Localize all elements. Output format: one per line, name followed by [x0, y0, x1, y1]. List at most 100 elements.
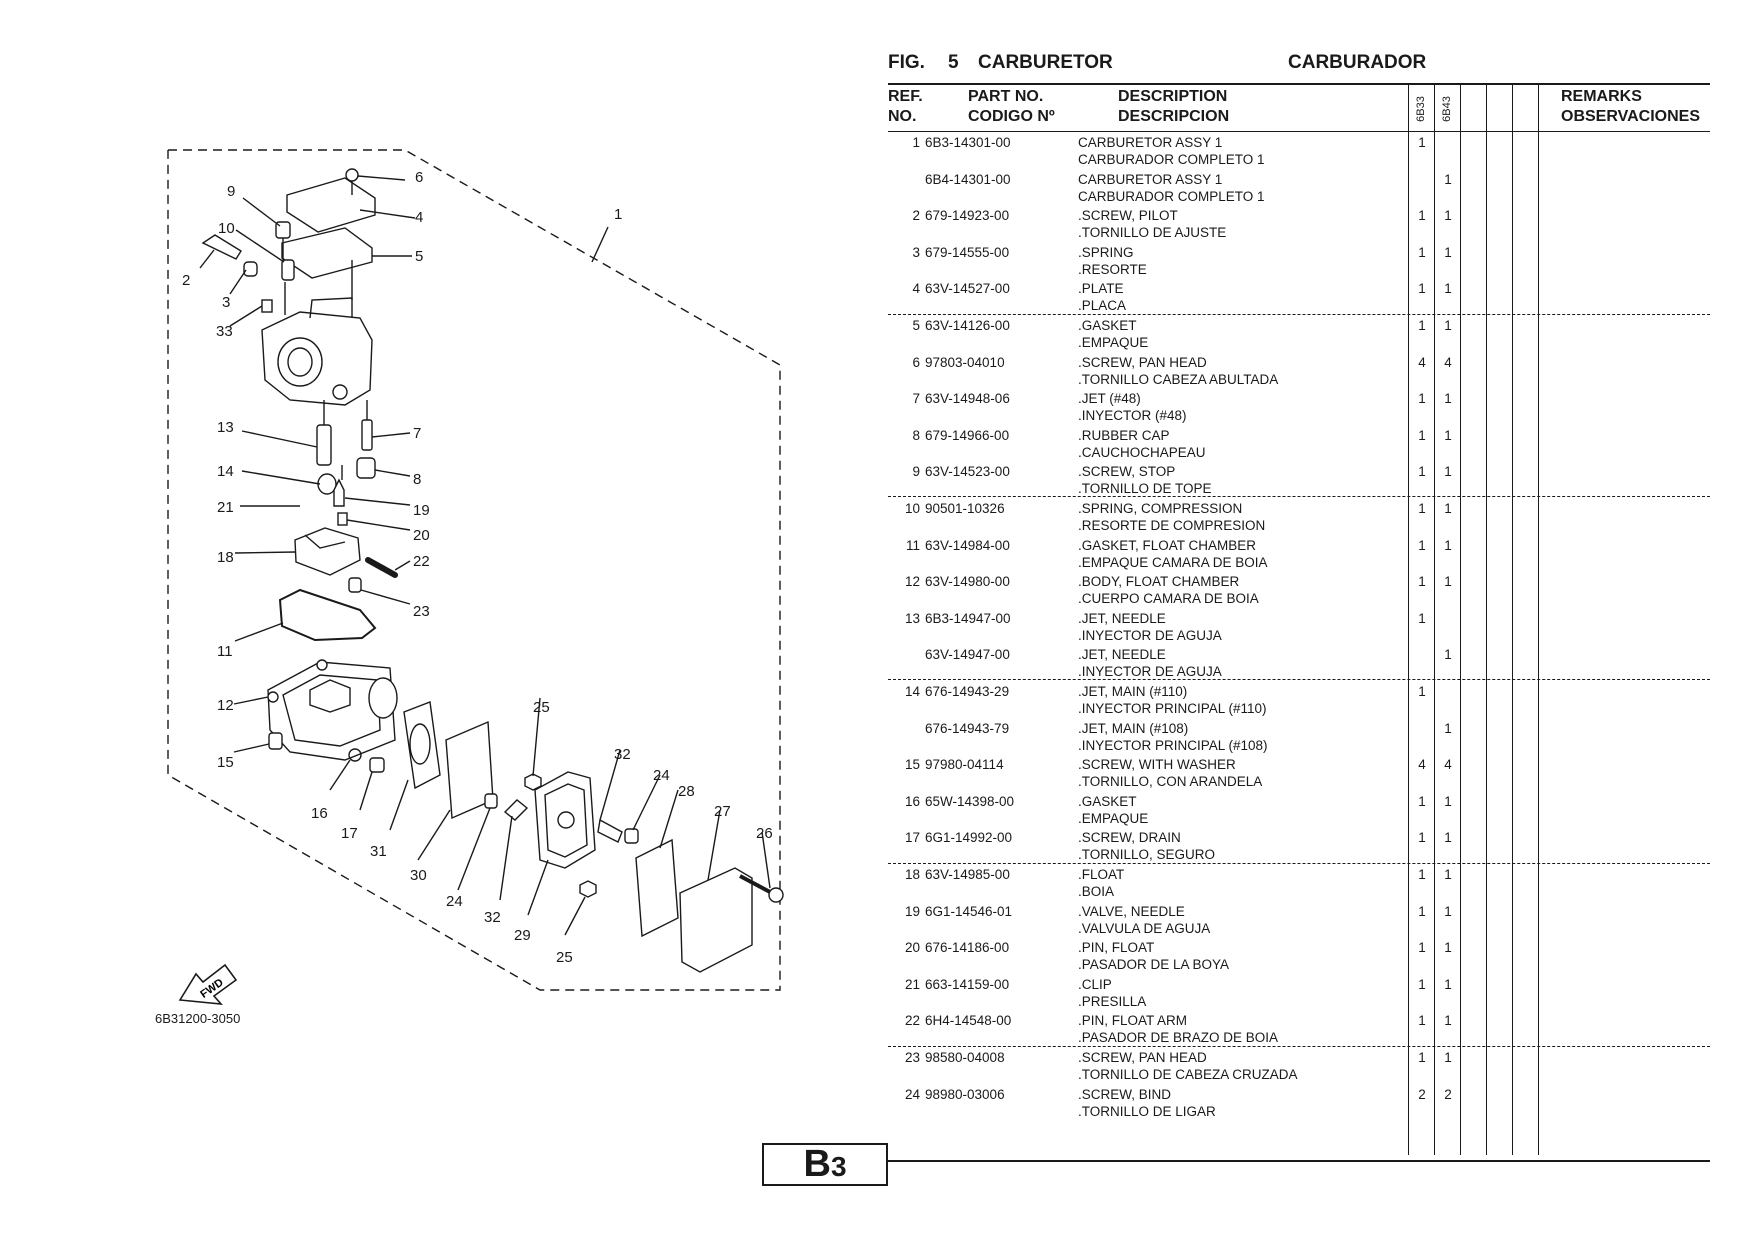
callout-10: 10 — [218, 220, 235, 237]
description-es: .EMPAQUE — [1078, 810, 1149, 826]
qty-6b33: 1 — [1418, 537, 1426, 553]
qty-6b43: 1 — [1444, 647, 1452, 663]
fig-title-en: CARBURETOR — [978, 52, 1113, 73]
qty-6b33: 1 — [1418, 318, 1426, 333]
qty-6b33: 1 — [1418, 281, 1426, 297]
description-es: .TORNILLO, SEGURO — [1078, 847, 1216, 863]
description-es: .TORNILLO CABEZA ABULTADA — [1078, 371, 1279, 387]
callout-1: 1 — [614, 206, 622, 223]
qty-6b43: 1 — [1444, 793, 1452, 809]
ref-number: 10 — [904, 501, 920, 516]
callout-30: 30 — [410, 867, 427, 884]
callout-4: 4 — [415, 209, 423, 226]
fig-label: FIG. — [888, 52, 925, 73]
callout-15: 15 — [217, 754, 234, 771]
part-number: 63V-14523-00 — [925, 464, 1010, 480]
ref-number: 8 — [912, 427, 920, 443]
description: .PIN, FLOAT ARM.PASADOR DE BRAZO DE BOIA — [1078, 1012, 1278, 1046]
description-en: .CLIP — [1078, 976, 1112, 992]
description-en: .FLOAT — [1078, 867, 1125, 882]
col-divider — [1486, 83, 1487, 1155]
ref-number: 20 — [904, 940, 920, 956]
part-number: 676-14943-29 — [925, 684, 1010, 699]
qty-6b33: 1 — [1418, 610, 1426, 626]
description-en: .VALVE, NEEDLE — [1078, 903, 1185, 919]
description-en: .GASKET — [1078, 793, 1137, 809]
description: .SCREW, BIND.TORNILLO DE LIGAR — [1078, 1086, 1216, 1120]
description-en: .SCREW, PAN HEAD — [1078, 1050, 1207, 1065]
model-6b33-header: 6B33 — [1415, 96, 1427, 122]
qty-6b33: 1 — [1418, 464, 1426, 480]
ref-number: 4 — [912, 281, 920, 297]
description: .SCREW, WITH WASHER.TORNILLO, CON ARANDE… — [1078, 756, 1262, 790]
qty-6b43: 1 — [1444, 976, 1452, 992]
description: .GASKET.EMPAQUE — [1078, 793, 1148, 827]
description-en: .JET, MAIN (#108) — [1078, 720, 1189, 736]
pump-gasket-part — [403, 701, 441, 790]
description-es: CARBURADOR COMPLETO 1 — [1078, 152, 1265, 167]
description-en: .RUBBER CAP — [1078, 427, 1170, 443]
qty-6b43: 1 — [1444, 1013, 1452, 1029]
description-es: .PASADOR DE LA BOYA — [1078, 957, 1230, 973]
callout-18: 18 — [217, 549, 234, 566]
callout-31: 31 — [370, 843, 387, 860]
qty-6b33: 1 — [1418, 1050, 1426, 1065]
part-number: 679-14923-00 — [925, 208, 1010, 224]
qty-6b33: 1 — [1418, 427, 1426, 443]
ref-number: 9 — [912, 464, 920, 480]
description-en: CARBURETOR ASSY 1 — [1078, 171, 1223, 187]
description-es: .PLACA — [1078, 298, 1127, 314]
description-en: .BODY, FLOAT CHAMBER — [1078, 574, 1240, 590]
ref-number: 23 — [904, 1050, 920, 1065]
part-number: 6B3-14947-00 — [925, 610, 1011, 626]
description-en: CARBURETOR ASSY 1 — [1078, 135, 1223, 150]
diagram-code: 6B31200-3050 — [155, 1011, 241, 1026]
description: .GASKET.EMPAQUE — [1078, 317, 1148, 351]
part-number: 63V-14126-00 — [925, 318, 1010, 333]
part-number: 63V-14985-00 — [925, 867, 1010, 882]
col-divider — [1512, 83, 1513, 1155]
section-number: 3 — [830, 1151, 847, 1182]
description-es: .INYECTOR PRINCIPAL (#108) — [1078, 737, 1268, 753]
qty-6b33: 1 — [1418, 976, 1426, 992]
callout-11: 11 — [217, 643, 233, 660]
callout-23: 23 — [413, 603, 430, 620]
description: .JET, NEEDLE.INYECTOR DE AGUJA — [1078, 610, 1222, 644]
qty-6b43: 1 — [1444, 244, 1452, 260]
callout-16: 16 — [311, 805, 328, 822]
ref-number: 3 — [912, 244, 920, 260]
callout-24b: 24 — [446, 893, 463, 910]
qty-6b33: 4 — [1418, 354, 1426, 370]
description-es: .TORNILLO DE LIGAR — [1078, 1103, 1216, 1119]
description: .JET, NEEDLE.INYECTOR DE AGUJA — [1078, 646, 1222, 680]
qty-6b43: 1 — [1444, 318, 1452, 333]
ref-number: 1 — [912, 135, 920, 150]
qty-6b33: 1 — [1418, 391, 1426, 407]
qty-6b33: 1 — [1418, 244, 1426, 260]
exploded-diagram: FWD 1 2 3 4 5 6 7 8 9 10 11 12 13 14 15 … — [167, 149, 784, 1005]
description-en: .SPRING, COMPRESSION — [1078, 501, 1243, 516]
gasket-part — [281, 227, 373, 279]
ref-number: 5 — [912, 318, 920, 333]
callout-20: 20 — [413, 527, 430, 544]
description-es: .RESORTE — [1078, 261, 1147, 277]
ref-number: 24 — [904, 1086, 920, 1102]
ref-number: 17 — [904, 830, 920, 846]
ref-number: 13 — [904, 610, 920, 626]
qty-6b43: 1 — [1444, 281, 1452, 297]
description-en: .PLATE — [1078, 281, 1124, 297]
description-en: .SCREW, DRAIN — [1078, 830, 1181, 846]
qty-6b43: 1 — [1444, 830, 1452, 846]
pump-body-part — [534, 771, 596, 869]
qty-6b33: 1 — [1418, 940, 1426, 956]
description: .SCREW, PILOT.TORNILLO DE AJUSTE — [1078, 207, 1226, 241]
callout-14: 14 — [217, 463, 234, 480]
part-number: 90501-10326 — [925, 501, 1005, 516]
ref-number: 14 — [904, 684, 920, 699]
description-es: CARBURADOR COMPLETO 1 — [1078, 188, 1265, 204]
qty-6b33: 1 — [1418, 501, 1426, 516]
qty-6b43: 1 — [1444, 940, 1452, 956]
part-number: 98980-03006 — [925, 1086, 1005, 1102]
description-en: .SCREW, BIND — [1078, 1086, 1172, 1102]
